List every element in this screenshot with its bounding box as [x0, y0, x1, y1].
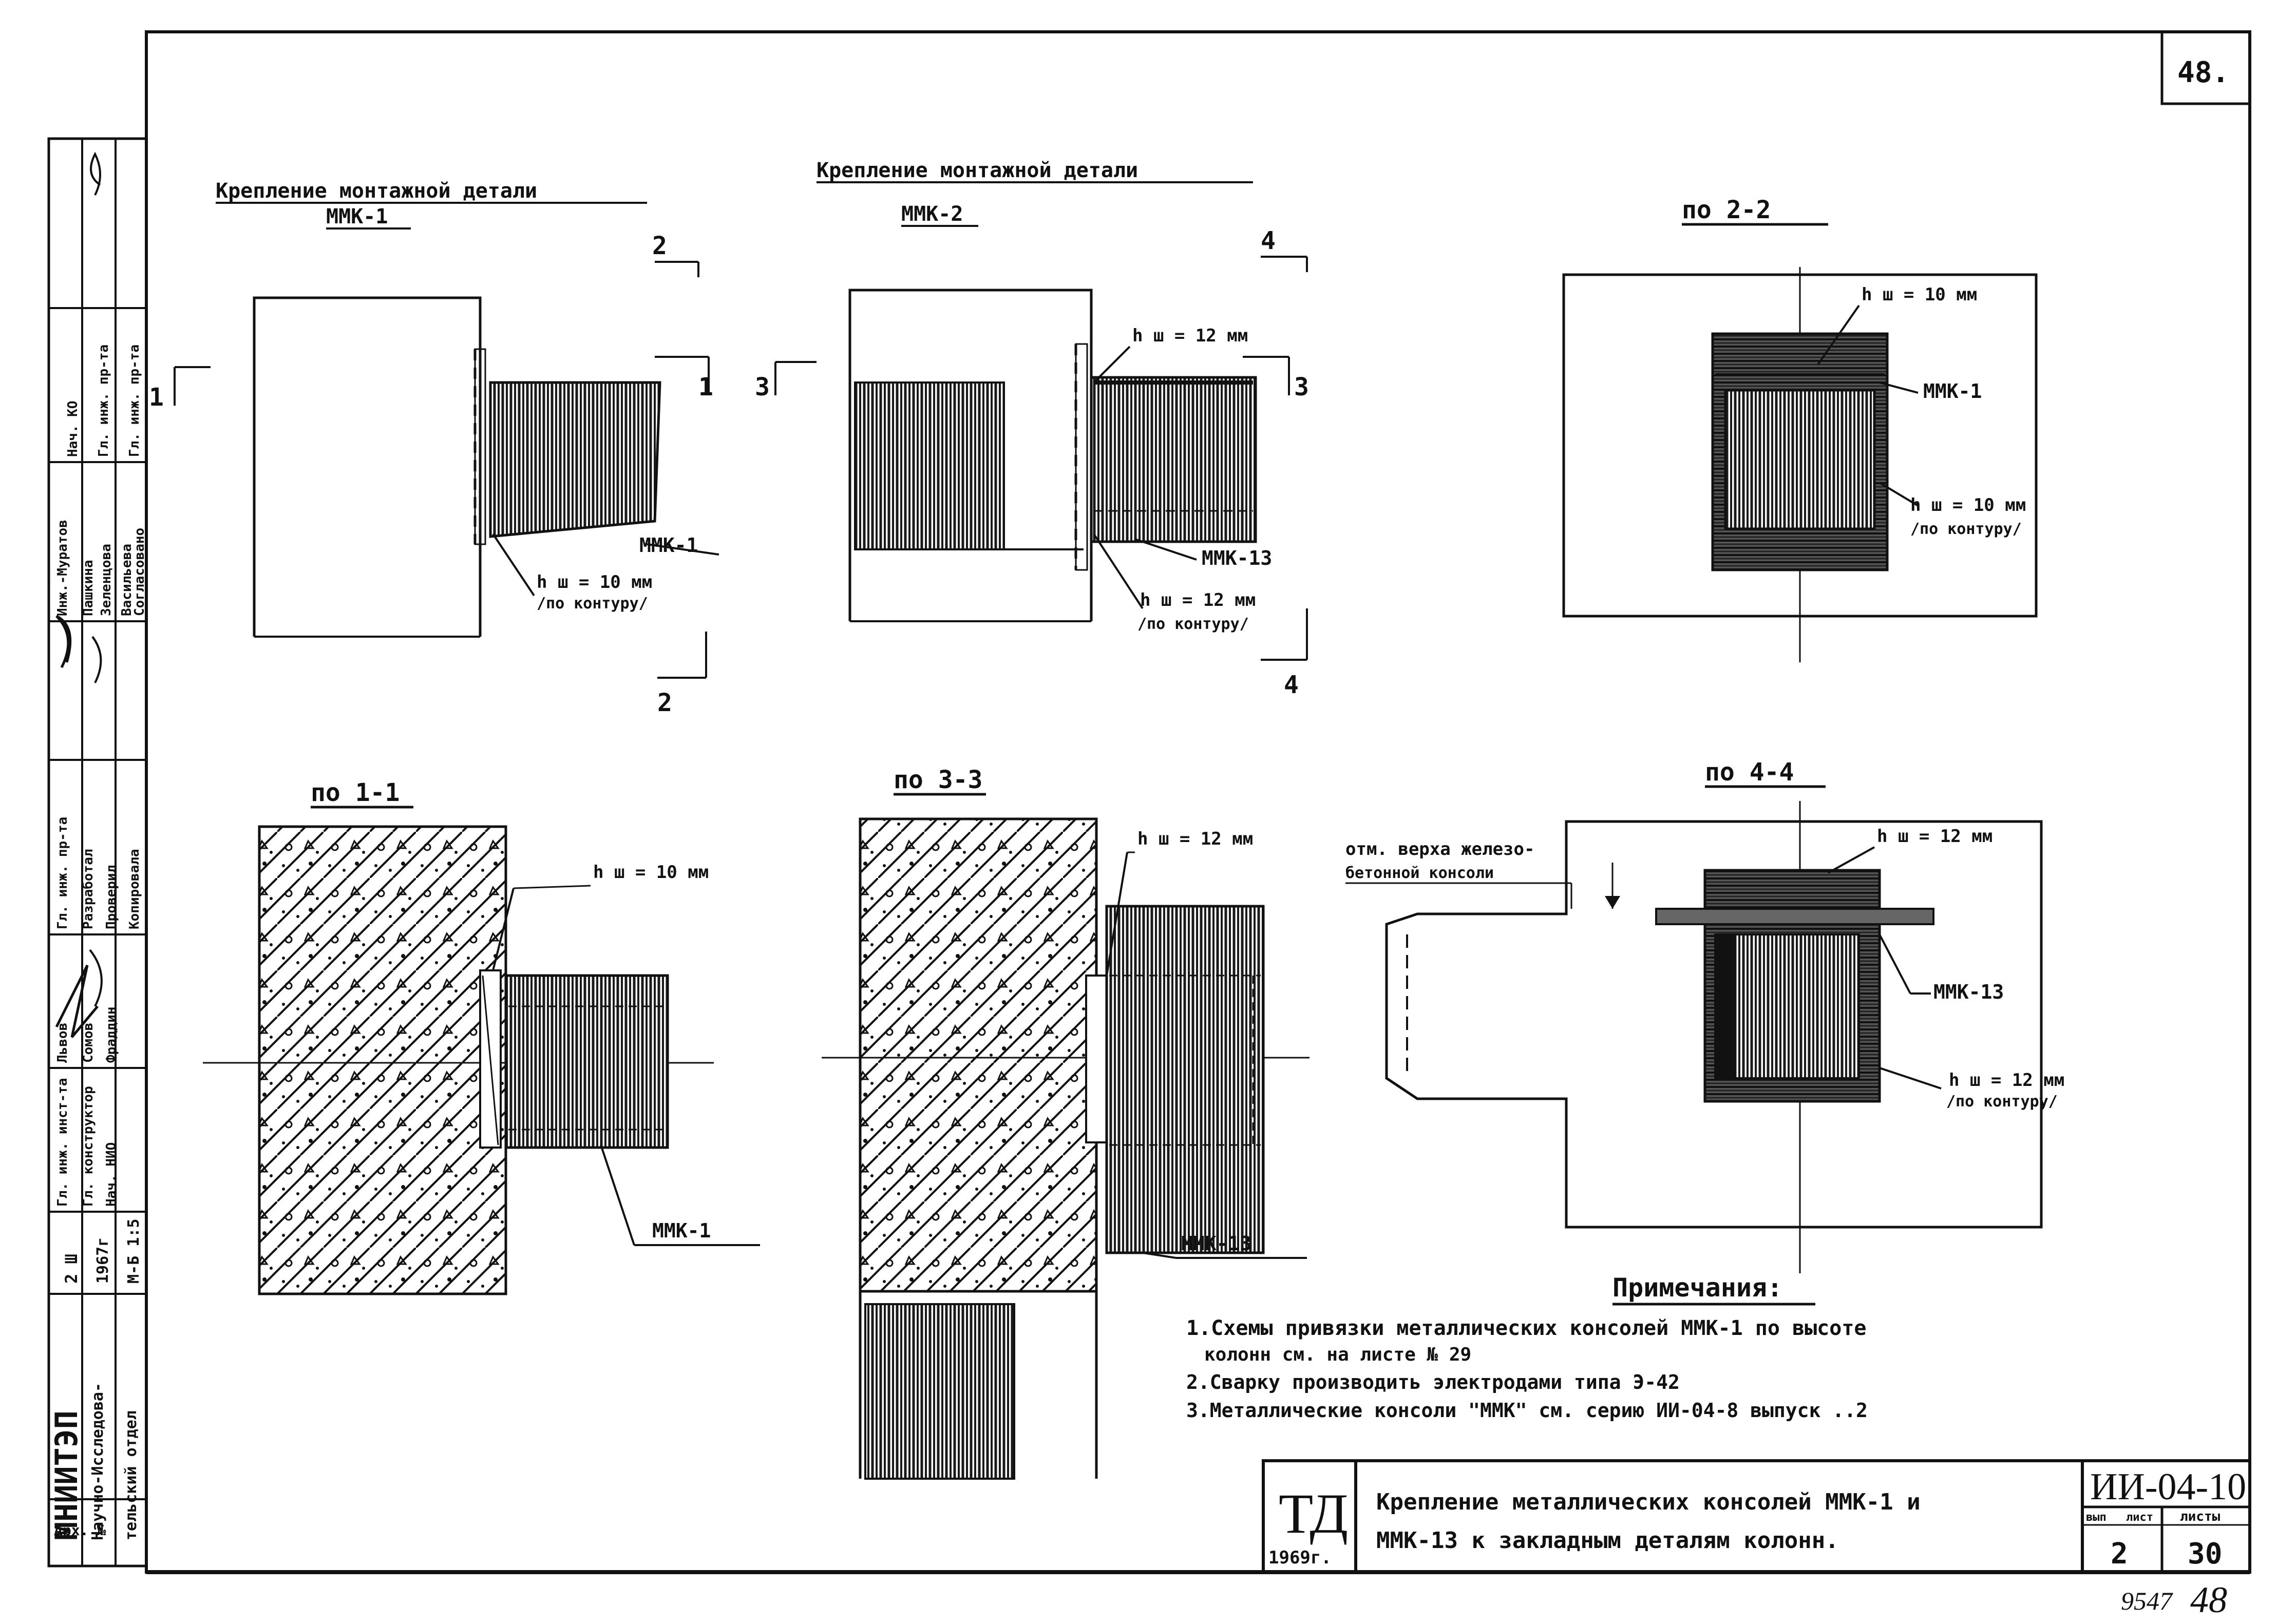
stamp-dept-2: тельский отдел [122, 1410, 140, 1540]
tb-year: 1969г. [1268, 1547, 1332, 1568]
v1-cut-left: 1 [149, 383, 164, 412]
stamp-row-0: Нач. КО [65, 400, 81, 457]
v2-cut-left: 3 [755, 373, 770, 402]
view-section-3-3: по 3-3 h ш = 12 мм ММК-13 [822, 766, 1310, 1480]
stamp-dept-1: Научно-Исследова- [89, 1383, 107, 1540]
tb-title-1: Крепление металлических консолей ММК-1 и [1376, 1489, 1921, 1515]
tb-col2: лист [2126, 1511, 2153, 1524]
view2-title: Крепление монтажной детали [817, 159, 1138, 182]
view5-title: по 3-3 [894, 766, 982, 794]
v6-weld-2: /по контуру/ [1946, 1093, 2058, 1111]
tb-issue: 2 [2111, 1537, 2128, 1571]
notes-line3: 3.Металлические консоли "ММК" см. серию … [1186, 1399, 1868, 1422]
stamp-row-10: Проверил [104, 865, 119, 929]
stamp-row-1: Гл. инж. пр-та [96, 345, 111, 457]
v2-cut-right: 3 [1294, 373, 1309, 402]
stamp-row-12: Львов [55, 1023, 70, 1063]
tb-col1: вып [2086, 1511, 2107, 1524]
v2-weld-1: h ш = 12 мм [1140, 590, 1256, 610]
stamp-row-17: Нач. НИО [104, 1142, 119, 1207]
view3-title: по 2-2 [1682, 196, 1771, 224]
v6-mark-1: отм. верха железо- [1345, 839, 1534, 859]
v2-cut-bottom: 4 [1284, 671, 1299, 699]
view-mmk1: Крепление монтажной детали ММК-1 1 1 2 2… [149, 179, 719, 717]
v1-cut-right: 1 [698, 373, 713, 402]
view-section-2-2: по 2-2 h ш = 10 мм ММК-1 h ш = 10 мм /по… [1562, 196, 2038, 662]
v5-part: ММК-13 [1181, 1232, 1251, 1255]
v5-weld: h ш = 12 мм [1137, 829, 1253, 849]
view-section-4-4: по 4-4 отм. верха железо- бетонной консо… [1345, 758, 2064, 1273]
view-mmk2: Крепление монтажной детали ММК-2 3 3 4 4… [755, 159, 1309, 699]
notes-line1: 1.Схемы привязки металлических консолей … [1186, 1316, 1867, 1340]
corner-number: 48. [2177, 56, 2229, 89]
view1-title: Крепление монтажной детали [216, 179, 537, 203]
v3-weld-2: /по контуру/ [1910, 520, 2022, 538]
bottom-handwritten: 9547 [2121, 1587, 2173, 1615]
sheet-frame [145, 30, 2251, 1574]
stamp-row-11: Копировала [127, 849, 142, 929]
stamp-row-14: Фраддин [104, 1006, 119, 1063]
v6-weld-1: h ш = 12 мм [1949, 1070, 2064, 1091]
v1-cut-top: 2 [652, 232, 667, 260]
corner-number-box: 48. [2160, 30, 2251, 105]
v1-weld-1: h ш = 10 мм [537, 572, 652, 593]
stamp-scale-cell: М-Б 1:5 [125, 1219, 143, 1284]
v1-part: ММК-1 [639, 534, 698, 557]
stamp-row-9: Разработал [81, 849, 96, 929]
view2-subtitle: ММК-2 [901, 202, 963, 226]
stamp-row-5: Пашкина [81, 560, 96, 616]
stamp-row-8: Гл. инж. пр-та [55, 817, 70, 929]
view4-title: по 1-1 [311, 778, 400, 807]
stamp-row-4: Инж.-Муратов [55, 520, 70, 616]
v3-weld-1: h ш = 10 мм [1910, 495, 2026, 515]
view1-subtitle: ММК-1 [326, 205, 388, 228]
v6-weld-top: h ш = 12 мм [1877, 826, 1993, 847]
v3-part: ММК-1 [1923, 380, 1982, 403]
stamp-row-6: Зеленцова [99, 544, 114, 616]
notes-line1b: колонн см. на листе № 29 [1204, 1344, 1471, 1365]
view6-title: по 4-4 [1705, 758, 1794, 787]
tb-col3: листы [2180, 1509, 2221, 1524]
stamp-code-cell: 2 Ш [62, 1254, 81, 1284]
v1-cut-bottom: 2 [657, 689, 672, 717]
stamp-institute: МНИИТЭП [49, 1410, 85, 1540]
v3-weld-top: h ш = 10 мм [1862, 284, 1977, 305]
stamp-row-13: Сомов [81, 1023, 96, 1063]
v2-part: ММК-13 [1202, 547, 1272, 569]
notes-heading: Примечания: [1612, 1273, 1782, 1303]
notes-line2: 2.Сварку производить электродами типа Э-… [1186, 1371, 1680, 1393]
stamp-row-2: Гл. инж. пр-та [127, 345, 142, 457]
v6-part: ММК-13 [1933, 981, 2004, 1003]
v4-weld: h ш = 10 мм [593, 862, 709, 883]
v2-weld-top: h ш = 12 мм [1132, 326, 1248, 346]
v4-part: ММК-1 [652, 1219, 711, 1242]
v2-weld-2: /по контуру/ [1137, 615, 1249, 633]
tb-org: ТД [1279, 1482, 1348, 1545]
stamp-row-3: Согласовано [132, 528, 147, 616]
title-block: ТД 1969г. Крепление металлических консол… [1262, 1459, 2251, 1574]
stamp-row-7: Васильева [119, 544, 135, 616]
view-section-1-1: по 1-1 h ш = 10 мм ММК-1 [203, 778, 760, 1295]
v1-weld-2: /по контуру/ [537, 595, 648, 613]
v2-cut-top: 4 [1261, 226, 1276, 255]
stamp-row-16: Гл. конструктор [81, 1086, 96, 1207]
side-stamp: МНИИТЭП Научно-Исследова- тельский отдел… [47, 137, 148, 1568]
tb-code: ИИ-04-10 [2090, 1466, 2246, 1508]
bottom-page: 48 [2190, 1579, 2227, 1620]
tb-sheet: 30 [2188, 1537, 2222, 1571]
v6-mark-2: бетонной консоли [1345, 864, 1494, 882]
stamp-archive: Арх. № [54, 1522, 106, 1539]
stamp-row-15: Гл. инж. инст-та [55, 1078, 70, 1207]
notes: Примечания: 1.Схемы привязки металлическ… [1186, 1273, 1868, 1422]
tb-title-2: ММК-13 к закладным деталям колонн. [1376, 1527, 1839, 1554]
stamp-year-cell: 1967г [94, 1237, 112, 1284]
